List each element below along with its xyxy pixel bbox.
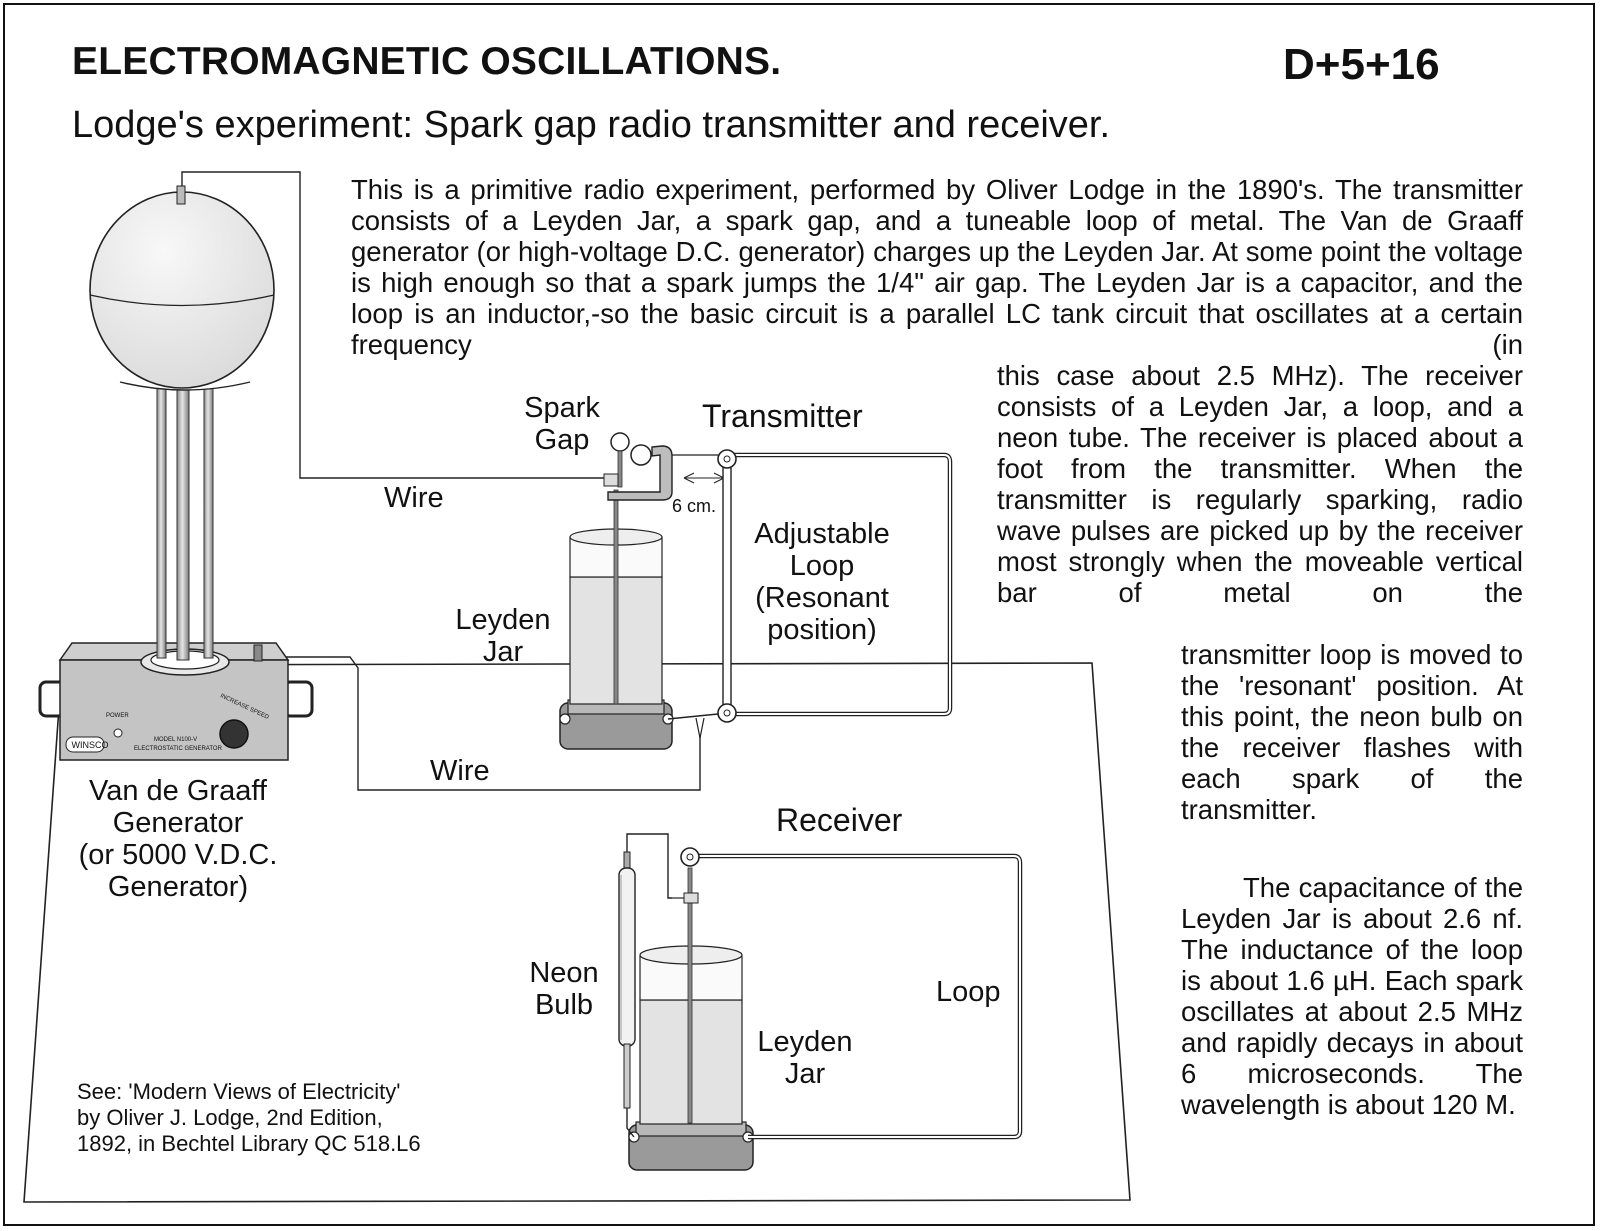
label-loop-receiver: Loop [936, 976, 1001, 1008]
generator-type-label: ELECTROSTATIC GENERATOR [134, 746, 222, 752]
table-surface [23, 662, 1131, 1203]
description-block-1: This is a primitive radio experiment, pe… [351, 174, 1523, 360]
label-wire-bottom: Wire [430, 755, 490, 787]
wire-top-line [181, 171, 604, 479]
description-block-4: The capacitance of the Leyden Jar is abo… [1181, 872, 1523, 1120]
transmitter-leyden-jar [559, 489, 674, 750]
label-receiver: Receiver [776, 802, 903, 838]
generator-model-label: MODEL N100-V [154, 737, 198, 743]
label-transmitter: Transmitter [702, 398, 863, 434]
description-block-2: this case about 2.5 MHz). The receiver c… [997, 360, 1523, 608]
wire-bottom-line [286, 656, 701, 791]
label-wire-top: Wire [384, 482, 444, 514]
generator-power-label: POWER [106, 713, 129, 719]
neon-bulb [618, 851, 636, 1138]
page-subtitle: Lodge's experiment: Spark gap radio tran… [72, 104, 1111, 146]
document-code: D+5+16 [1283, 40, 1440, 89]
description-block-3: transmitter loop is moved to the 'resona… [1181, 639, 1523, 825]
page-frame [3, 3, 1595, 1226]
receiver-loop [626, 833, 1023, 1140]
receiver-leyden-jar [628, 867, 754, 1171]
reference-note: See: 'Modern Views of Electricity'by Oli… [77, 1079, 421, 1156]
transmitter-loop [667, 449, 953, 739]
label-gap-distance: 6 cm. [672, 496, 717, 516]
spark-gap-assembly [603, 432, 725, 501]
generator-brand-label: WINSCO [71, 740, 109, 750]
van-de-graaff-generator [38, 185, 314, 761]
page-title: ELECTROMAGNETIC OSCILLATIONS. [72, 40, 782, 83]
